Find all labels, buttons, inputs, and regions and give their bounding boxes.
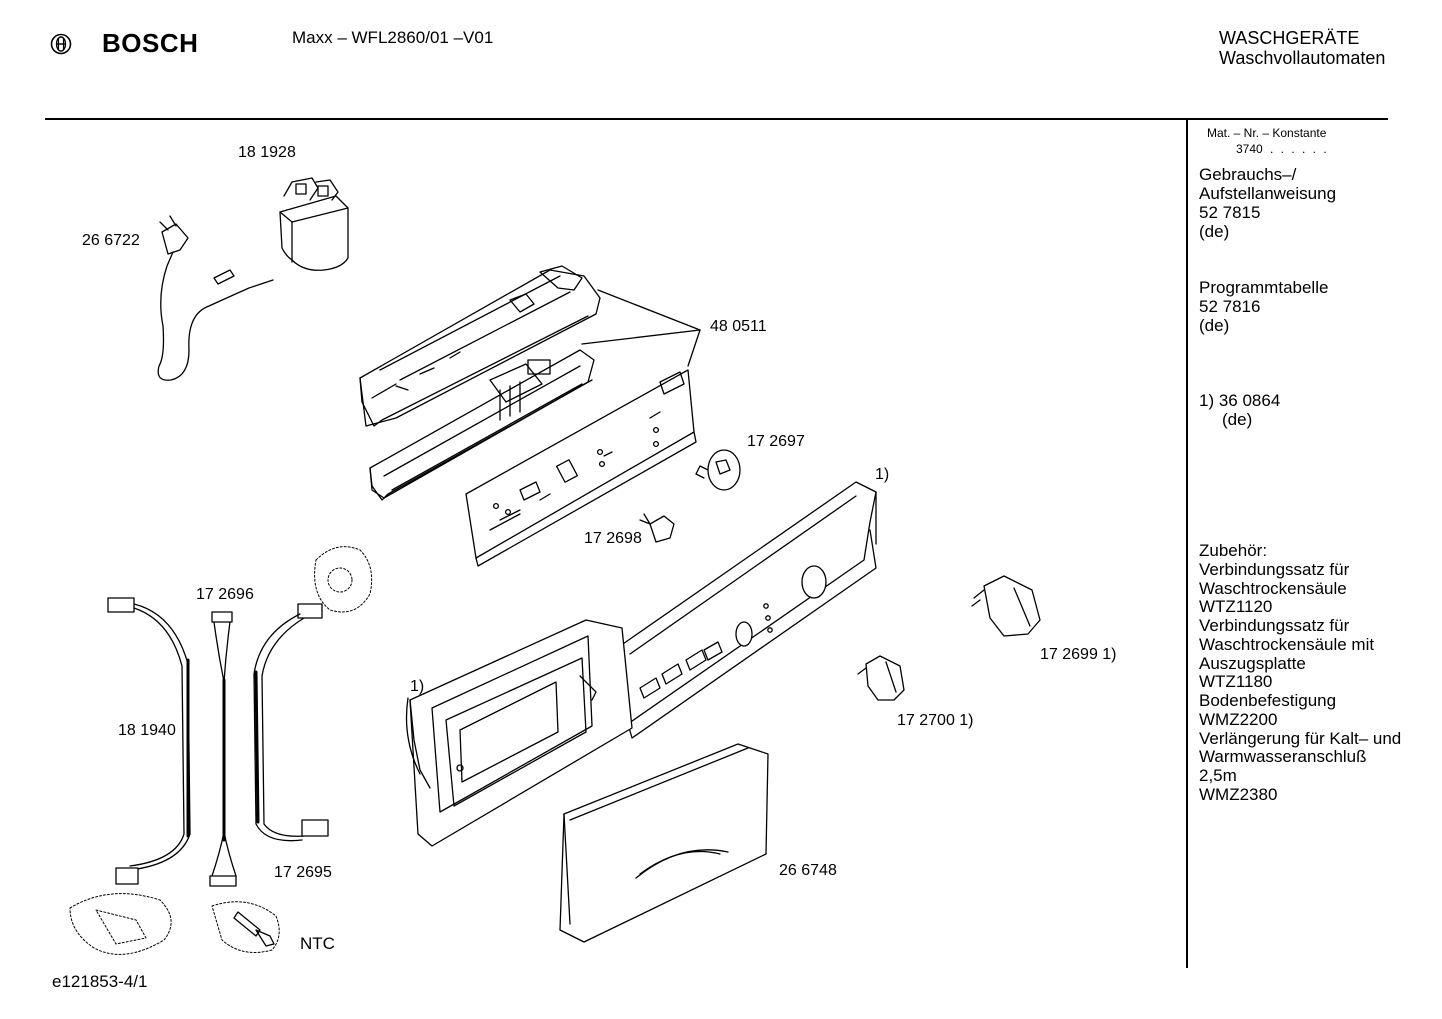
selector-knob-large-part <box>971 575 1041 637</box>
header-divider <box>45 118 1388 120</box>
programme-knob-part <box>695 449 741 491</box>
mat-number-title: Mat. – Nr. – Konstante <box>1207 126 1327 140</box>
accessory-line: Verlängerung für Kalt– und <box>1199 729 1402 748</box>
part-label-172698: 17 2698 <box>584 530 642 547</box>
wiring-harness-left-part <box>107 597 191 885</box>
wiring-harness-center-part <box>209 611 237 887</box>
accessory-line: Waschtrockensäule <box>1199 579 1347 598</box>
accessory-line: Waschtrockensäule mit <box>1199 635 1375 654</box>
accessory-line: 2,5m <box>1199 766 1237 785</box>
part-label-266748: 26 6748 <box>779 862 837 879</box>
footnote-marker-left: 1) <box>410 678 425 695</box>
drawer-handle-part <box>559 743 769 943</box>
drawing-code: e121853-4/1 <box>52 972 148 991</box>
part-label-172695: 17 2695 <box>274 864 332 881</box>
brand-name: BOSCH <box>102 28 199 58</box>
doc-manual-number: 52 7815 <box>1199 203 1261 222</box>
exploded-parts-drawing <box>69 177 1041 955</box>
leader-line-480511-a <box>597 289 701 331</box>
accessory-line: WTZ1180 <box>1199 672 1273 691</box>
part-label-480511: 48 0511 <box>710 318 767 335</box>
ntc-sensor-part <box>233 911 275 947</box>
part-label-172697: 17 2697 <box>747 433 805 450</box>
lower-control-frame-part <box>369 349 595 501</box>
doc-footnote-language: (de) <box>1222 410 1253 429</box>
accessory-line: WMZ2200 <box>1199 710 1278 729</box>
interference-filter-part <box>279 177 349 271</box>
part-label-181940: 18 1940 <box>118 722 176 739</box>
doc-manual-language: (de) <box>1199 222 1230 241</box>
mat-number-dots: . . . . . . <box>1270 142 1329 156</box>
part-label-ntc: NTC <box>300 934 335 953</box>
doc-programme-table-number: 52 7816 <box>1199 297 1261 316</box>
accessory-line: Verbindungssatz für <box>1199 616 1350 635</box>
control-circuit-board-part <box>465 369 697 567</box>
reference-components-dashed <box>69 546 373 955</box>
detergent-drawer-housing-part <box>405 619 633 847</box>
accessory-line: WMZ2380 <box>1199 785 1278 804</box>
doc-footnote-number: 1) 36 0864 <box>1199 391 1281 410</box>
model-number: Maxx – WFL2860/01 –V01 <box>292 28 494 47</box>
rotary-knob-small-part <box>639 513 675 543</box>
part-label-172696: 17 2696 <box>196 586 254 603</box>
accessory-line: WTZ1120 <box>1199 597 1273 616</box>
part-label-266722: 26 6722 <box>82 232 140 249</box>
accessory-line: Bodenbefestigung <box>1199 691 1337 710</box>
part-label-181928: 18 1928 <box>238 144 296 161</box>
doc-manual-line2: Aufstellanweisung <box>1199 184 1337 203</box>
leader-line-480511-b <box>581 329 701 345</box>
part-label-172699: 17 2699 1) <box>1040 646 1117 663</box>
leader-line-480511-c <box>687 329 701 367</box>
mat-number-value: 3740 <box>1236 142 1263 156</box>
accessory-line: Verbindungssatz für <box>1199 560 1350 579</box>
wiring-harness-right-part <box>253 603 329 842</box>
category-title: WASCHGERÄTE <box>1219 28 1360 48</box>
accessory-line: Warmwasseranschluß <box>1199 747 1367 766</box>
doc-programme-table-language: (de) <box>1199 316 1230 335</box>
bosch-armature-icon <box>50 33 72 55</box>
doc-manual-line1: Gebrauchs–/ <box>1199 165 1297 184</box>
doc-programme-table-title: Programmtabelle <box>1199 278 1329 297</box>
accessory-line: Auszugsplatte <box>1199 654 1306 673</box>
footnote-marker-top: 1) <box>875 466 890 483</box>
upper-control-frame-part <box>359 265 601 427</box>
power-cord-part <box>157 215 274 381</box>
part-label-172700: 17 2700 1) <box>897 712 974 729</box>
category-subtitle: Waschvollautomaten <box>1219 48 1386 68</box>
accessory-line: Zubehör: <box>1199 541 1268 560</box>
selector-knob-small-part <box>857 655 905 701</box>
sidebar-divider <box>1186 118 1188 968</box>
